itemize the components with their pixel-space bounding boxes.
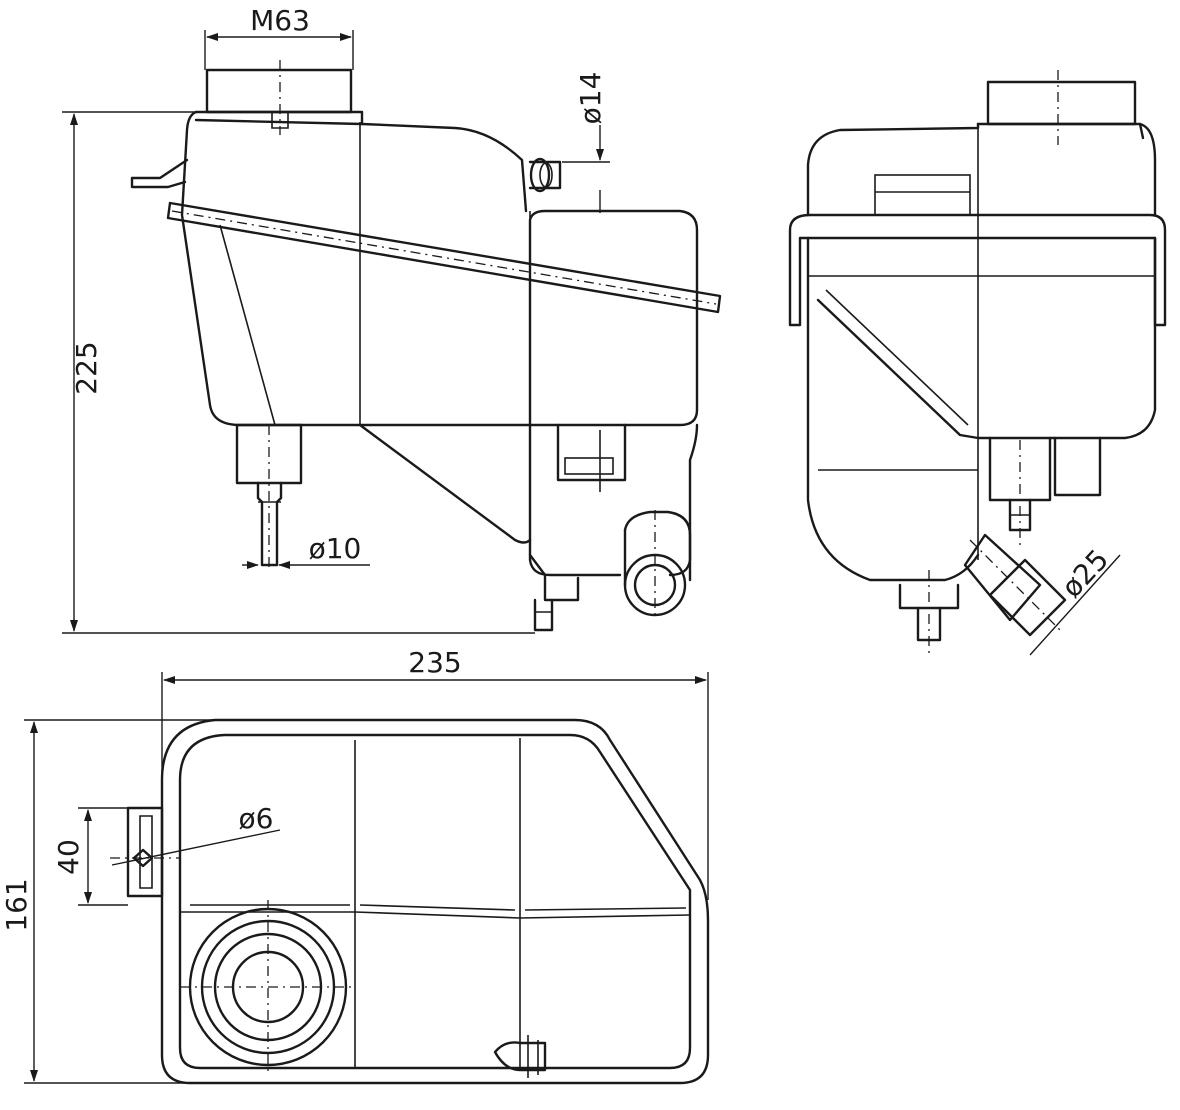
side-view-filler-cap (986, 80, 1137, 126)
dimension-thread: M63 (204, 4, 354, 70)
dimension-bracket: 40 (52, 807, 128, 906)
dimension-length-label: 235 (408, 646, 461, 679)
front-view-outlet-top (528, 157, 562, 193)
top-view-bracket (110, 806, 180, 898)
dimension-hose-side: ø25 (1029, 543, 1121, 656)
side-view-strap (788, 213, 1167, 327)
dimension-thread-label: M63 (250, 4, 310, 37)
dimension-bracket-hole-label: ø6 (239, 802, 274, 835)
dimension-outlet-bottom: ø10 (242, 532, 370, 569)
top-view-filler-cap (180, 900, 355, 1075)
dimension-bracket-label: 40 (52, 839, 85, 875)
dimension-length: 235 (161, 646, 709, 900)
top-view-outline (160, 718, 710, 1085)
top-view: 235 161 40 ø6 (0, 646, 710, 1085)
front-view-tank-body (180, 110, 699, 427)
front-view-hose-outlet (623, 510, 692, 620)
front-view-strap (166, 201, 722, 314)
dimension-height: 225 (62, 111, 535, 634)
top-view-sensor-plug (493, 1035, 547, 1078)
front-view: M63 ø14 ø10 225 (62, 4, 722, 634)
front-view-filler-cap (205, 68, 353, 114)
dimension-width: 161 (0, 719, 215, 1084)
dimension-height-label: 225 (70, 341, 103, 394)
dimension-outlet-top-label: ø14 (574, 72, 607, 125)
side-view-tank-body (806, 122, 1157, 217)
dimension-bracket-hole: ø6 (111, 802, 281, 866)
dimension-width-label: 161 (0, 878, 33, 931)
dimension-hose-side-label: ø25 (1055, 543, 1115, 604)
dimension-outlet-top: ø14 (562, 72, 610, 213)
front-view-outlet-bottom (235, 423, 303, 570)
side-view-hose-outlet (963, 533, 1067, 637)
dimension-outlet-bottom-label: ø10 (309, 532, 362, 565)
side-view: ø25 (788, 70, 1167, 656)
